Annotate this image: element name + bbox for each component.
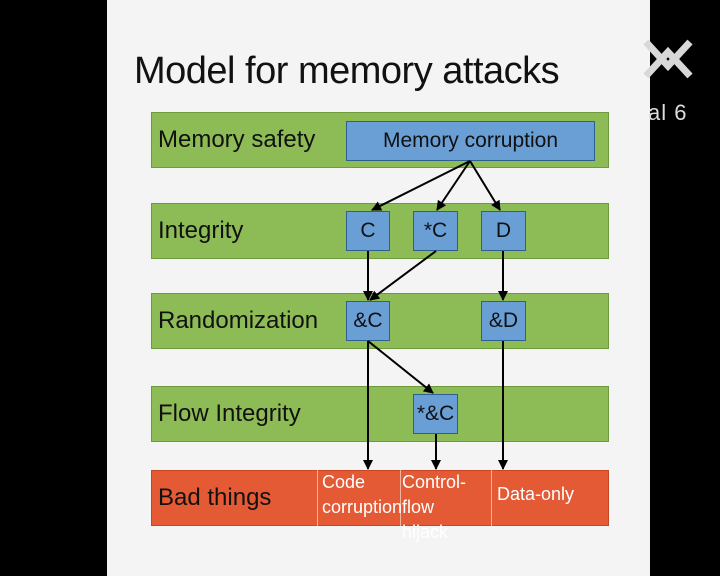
outcome-code-corruption: Code corruption: [318, 470, 403, 526]
band-label-integrity: Integrity: [158, 217, 244, 244]
outcome-divider: [317, 470, 318, 526]
outcome-control-flow-hijack-line2: hijack: [402, 522, 449, 542]
outcome-divider: [491, 470, 492, 526]
outcome-code-corruption-line1: Code: [322, 472, 366, 492]
band-label-memory-safety: Memory safety: [158, 126, 316, 153]
band-bad-things: Bad things: [151, 470, 609, 526]
arrow-star-c-to-amp-c: [369, 250, 437, 301]
broadcaster-logo-icon: [643, 39, 693, 79]
node-star-amp-c: *&C: [413, 394, 458, 434]
outcome-data-only: Data-only: [493, 470, 609, 526]
outcome-code-corruption-line2: corruption: [322, 497, 403, 517]
arrow-mc-to-c: [371, 160, 471, 211]
outcome-divider: [400, 470, 401, 526]
node-memory-corruption: Memory corruption: [346, 121, 595, 161]
outcome-data-only-label: Data-only: [497, 484, 575, 504]
outcome-control-flow-hijack: Control-flow hijack: [398, 470, 491, 542]
node-amp-d: &D: [481, 301, 526, 341]
node-amp-c: &C: [346, 301, 390, 341]
band-label-flow-integrity: Flow Integrity: [158, 400, 301, 427]
broadcaster-logo-text: al 6: [648, 100, 688, 125]
node-star-c: *C: [413, 211, 458, 251]
arrow-amp-c-to-star-amp-c: [367, 340, 434, 394]
outcome-control-flow-hijack-line1: Control-flow: [402, 472, 467, 517]
slide-title: Model for memory attacks: [134, 50, 560, 92]
arrow-mc-to-star-c: [436, 160, 471, 211]
band-flow-integrity: Flow Integrity: [151, 386, 609, 442]
band-label-bad-things: Bad things: [158, 484, 272, 511]
node-c: C: [346, 211, 390, 251]
node-d: D: [481, 211, 526, 251]
arrow-mc-to-d: [469, 160, 501, 211]
band-label-randomization: Randomization: [158, 307, 319, 334]
